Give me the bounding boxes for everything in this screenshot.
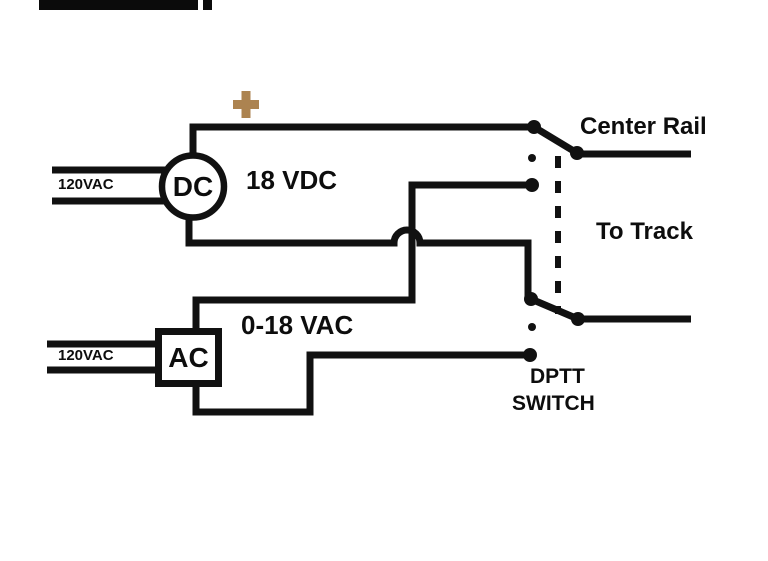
contact-top-common — [570, 146, 584, 160]
switch-blade-top — [532, 124, 579, 156]
contact-ac-return — [523, 348, 537, 362]
switch-name-line2: SWITCH — [512, 392, 595, 415]
wire-dc-plus — [189, 123, 532, 158]
ac-input-voltage-label: 120VAC — [58, 347, 114, 364]
switch-name-line1: DPTT — [530, 365, 585, 388]
contact-dc-minus — [524, 292, 538, 306]
contact-dc-plus — [527, 120, 541, 134]
ac-supply-label: AC — [168, 341, 209, 373]
wire-dc-minus — [185, 212, 532, 297]
switch-blade-bottom — [529, 295, 580, 323]
dc-supply-circle — [158, 152, 228, 221]
contact-top-center-off — [528, 154, 536, 162]
dc-supply-label: DC — [172, 170, 214, 202]
dc-output-voltage-label: 18 VDC — [246, 165, 338, 195]
center-rail-label: Center Rail — [580, 113, 707, 140]
ac-supply-box — [155, 328, 222, 387]
contact-bottom-common — [571, 312, 585, 326]
wire-ac-return — [192, 351, 526, 416]
to-track-label: To Track — [596, 218, 693, 245]
wire-ac-hot — [192, 181, 530, 332]
redacted-watermark-bar — [39, 0, 212, 10]
contact-bottom-center-off — [528, 323, 536, 331]
dc-input-voltage-label: 120VAC — [58, 176, 114, 193]
plus-polarity-icon — [233, 91, 259, 118]
contact-ac-hot — [525, 178, 539, 192]
ac-output-voltage-label: 0-18 VAC — [241, 310, 354, 340]
